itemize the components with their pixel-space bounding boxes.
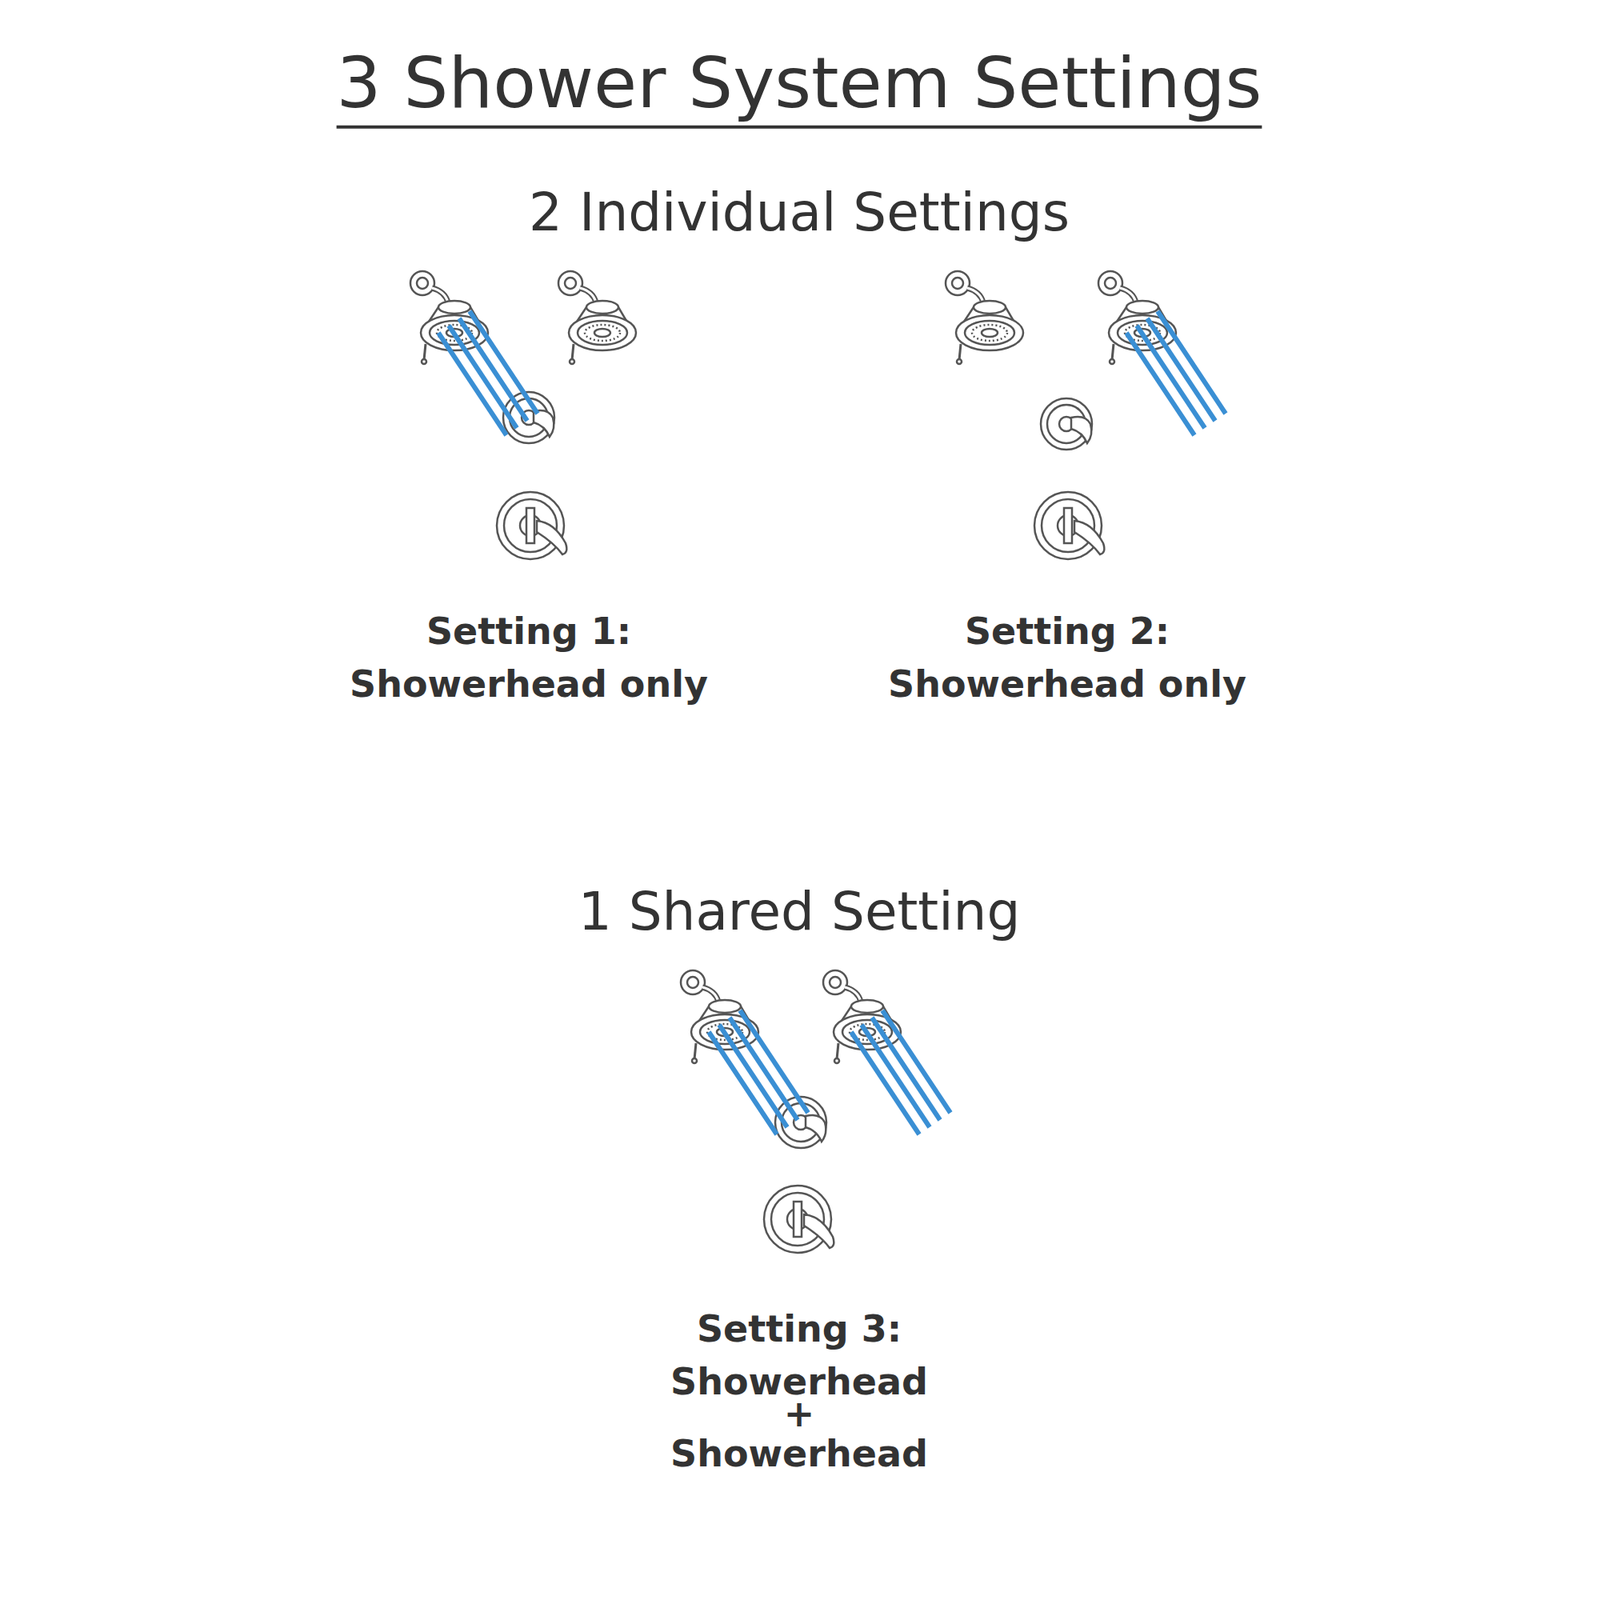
setting-caption: Showerhead only bbox=[888, 662, 1247, 707]
setting-caption: Showerhead only bbox=[349, 662, 708, 707]
title-underline bbox=[336, 125, 1263, 129]
water-spray bbox=[438, 311, 538, 436]
diverter-valve bbox=[1040, 398, 1092, 450]
water-spray bbox=[708, 1010, 808, 1135]
water-spray bbox=[1126, 311, 1226, 436]
section-heading: 1 Shared Setting bbox=[578, 880, 1021, 944]
setting-label: Setting 2: bbox=[964, 609, 1170, 654]
setting-label: Setting 1: bbox=[426, 609, 632, 654]
title: 3 Shower System Settings bbox=[336, 40, 1263, 126]
mixing-valve bbox=[764, 1185, 834, 1253]
setting-caption: + bbox=[784, 1392, 816, 1436]
showerhead bbox=[945, 271, 1024, 364]
setting-caption: Showerhead bbox=[670, 1432, 928, 1476]
mixing-valve bbox=[1034, 492, 1104, 560]
mixing-valve bbox=[496, 492, 567, 560]
showerhead bbox=[558, 271, 636, 364]
water-spray bbox=[851, 1010, 951, 1135]
section-heading: 2 Individual Settings bbox=[528, 180, 1070, 244]
setting-label: Setting 3: bbox=[696, 1307, 902, 1352]
